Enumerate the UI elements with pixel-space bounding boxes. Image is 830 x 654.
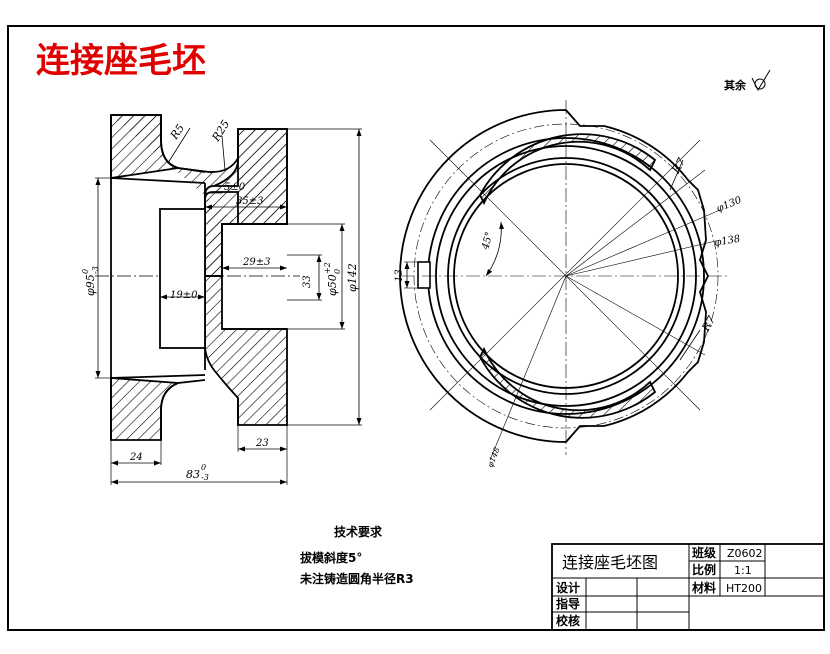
dim-13: 13 (394, 269, 405, 282)
guide-label: 指导 (556, 596, 580, 611)
svg-text:+2: +2 (323, 262, 332, 274)
dim-19: 19±0 (170, 290, 198, 301)
dim-5: 5±0 (224, 182, 246, 193)
svg-text:φ95: φ95 (84, 274, 97, 296)
dim-len83: 83 0 -3 (186, 463, 209, 482)
svg-text:φ50: φ50 (326, 274, 339, 296)
section-outline (110, 115, 287, 440)
notes-heading: 技术要求 (334, 524, 383, 539)
dim-23: 23 (255, 438, 269, 449)
section-view: R5 R25 5±0 35±3 29±3 19±0 33 23 24 φ95 0… (81, 114, 362, 485)
bore-window (159, 208, 206, 349)
svg-text:0: 0 (201, 463, 206, 472)
class-value: Z0602 (727, 547, 763, 560)
svg-text:-3: -3 (201, 473, 209, 482)
dim-dia95: φ95 0 -3 (81, 266, 100, 296)
drawing-title: 连接座毛坯 (36, 41, 206, 81)
dim-r7-bottom: R7 (699, 314, 718, 335)
svg-text:83: 83 (186, 468, 200, 481)
dim-r25: R25 (209, 118, 232, 145)
drawing-border (7, 25, 825, 631)
material-label: 材料 (691, 580, 716, 595)
svg-text:-3: -3 (91, 266, 100, 274)
title-block: 连接座毛坯图 班级 Z0602 比例 1:1 材料 HT200 设计 指导 校核 (551, 543, 825, 631)
svg-text:其余: 其余 (724, 78, 747, 92)
dim-dia142: φ142 (346, 263, 359, 292)
scale-value: 1:1 (734, 564, 752, 577)
dim-33: 33 (302, 275, 313, 288)
locating-tab (417, 261, 431, 289)
end-view: R7 R7 φ130 φ138 45° 13 φ148 (394, 100, 744, 469)
notes-line-1: 拔模斜度5° (300, 550, 362, 565)
design-label: 设计 (556, 580, 580, 595)
class-label: 班级 (692, 545, 716, 560)
dim-r5: R5 (167, 122, 187, 143)
technical-notes: 技术要求 拔模斜度5° 未注铸造圆角半径R3 (299, 524, 414, 586)
notes-line-2: 未注铸造圆角半径R3 (299, 571, 414, 586)
dim-29: 29±3 (242, 257, 270, 268)
review-label: 校核 (556, 613, 580, 628)
dim-dia138: φ138 (714, 234, 742, 249)
material-value: HT200 (726, 582, 762, 595)
slot-upper (478, 133, 657, 206)
dim-dia130: φ130 (715, 195, 744, 215)
dim-24: 24 (129, 452, 143, 463)
slot-lower (478, 346, 657, 419)
dim-angle45: 45° (480, 231, 495, 252)
dim-dia50: φ50 +2 0 (323, 262, 342, 296)
part-name: 连接座毛坯图 (562, 553, 658, 572)
dim-r7-top: R7 (669, 156, 688, 177)
svg-text:0: 0 (333, 269, 342, 274)
dim-dia148: φ148 (486, 446, 502, 469)
scale-label: 比例 (692, 562, 716, 577)
roughness-symbol-icon (751, 69, 771, 92)
dim-35: 35±3 (236, 196, 263, 207)
svg-text:0: 0 (81, 269, 90, 274)
roughness-note: 其余 (724, 69, 771, 92)
